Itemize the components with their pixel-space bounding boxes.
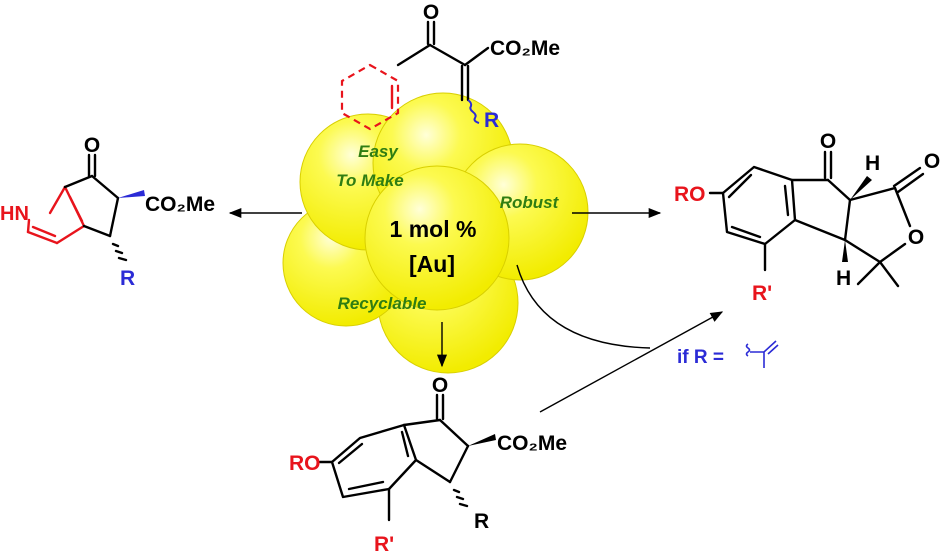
pyrrole-bond (26, 218, 31, 234)
lactone-bond (843, 238, 882, 264)
hash-bond (458, 502, 469, 508)
indanone-ro: RO (289, 452, 321, 475)
indanone-r: R (474, 510, 489, 533)
hash-bond (111, 242, 120, 248)
wedge-bond (842, 240, 848, 262)
substrate-r: R (484, 109, 499, 132)
feature-easy-line2: To Make (336, 171, 403, 190)
aromatic-double (337, 442, 364, 465)
substrate-ketone-o: O (423, 1, 439, 24)
ring-bond (414, 458, 452, 484)
feature-easy-line1: Easy (358, 142, 399, 161)
curved-arrow-from-catalyst (516, 264, 651, 349)
arrow-indanone-to-lactone (539, 311, 724, 413)
pyrrole-bond (26, 230, 59, 245)
lactone-product: O O O H H RO R' (674, 130, 940, 305)
ring-bond (63, 174, 94, 189)
pyrrole-r: R (120, 267, 135, 290)
ring-bond (843, 198, 852, 242)
methyl-bond (878, 260, 900, 288)
hash-bond (114, 249, 124, 255)
condition-text: if R = (677, 347, 724, 368)
ring-bond (826, 178, 852, 202)
aromatic-double (400, 430, 410, 458)
benzene-ring (721, 165, 797, 246)
substrate-structure: O CO₂Me R (340, 1, 560, 132)
aromatic-double (347, 480, 385, 491)
lactone-bond (848, 186, 897, 202)
pyrrole-product: HN O CO₂Me R (0, 134, 215, 290)
ring-bond (90, 174, 120, 200)
lactone-h-bottom: H (836, 267, 851, 290)
alpha-carbon-ester-bond (463, 46, 490, 67)
feature-robust: Robust (500, 193, 560, 212)
pyrrole-bond (48, 185, 67, 215)
pyrrole-bond (55, 224, 86, 245)
indanone-r-prime: R' (374, 533, 394, 556)
ring-bond (793, 218, 847, 242)
feature-recyclable: Recyclable (338, 294, 427, 313)
lactone-carbonyl (896, 172, 925, 194)
aromatic-double (730, 225, 762, 239)
wedge-bond (468, 434, 496, 446)
isopropenyl-icon (745, 340, 777, 368)
pyrrole-nh: HN (0, 203, 29, 225)
ring-bond (448, 444, 470, 484)
squiggle-bond-icon (467, 99, 480, 124)
hash-bond (117, 256, 128, 262)
lactone-ketone-o: O (820, 130, 836, 153)
ketone-bond (428, 43, 467, 67)
lactone-h-top: H (865, 152, 880, 175)
lactone-carbonyl-o: O (924, 150, 940, 173)
aryl-ketone-bond (396, 43, 432, 67)
ring-bond (82, 224, 112, 238)
wedge-bond (850, 176, 872, 200)
wedge-bond (118, 190, 145, 198)
catalyst-metal: [Au] (409, 251, 455, 277)
pyrrole-bond (68, 195, 84, 223)
lactone-carbonyl (892, 166, 922, 188)
dashed-aromatic-ring (340, 63, 400, 131)
catalyst-loading: 1 mol % (390, 216, 477, 242)
reaction-arrows (228, 207, 724, 413)
lactone-r-prime: R' (752, 282, 772, 305)
lactone-ring-o: O (908, 226, 924, 249)
pyrrole-ketone-o: O (84, 134, 100, 157)
pyrrole-ester: CO₂Me (145, 193, 215, 216)
lactone-ro: RO (674, 183, 706, 206)
lactone-bond (878, 242, 907, 264)
indanone-ketone-o: O (432, 374, 448, 397)
ring-bond (108, 196, 120, 238)
isopropenyl-double (767, 344, 779, 355)
methyl-bond (856, 260, 882, 286)
pyrrole-bond (31, 225, 57, 238)
indanone-ester: CO₂Me (497, 432, 567, 455)
indanone-product: O CO₂Me R RO R' (289, 374, 567, 556)
ring-bond (402, 418, 442, 427)
catalyst-cloud: Easy To Make Robust Recyclable 1 mol % [… (282, 92, 589, 374)
condition-label: if R = (677, 340, 779, 368)
hash-bond (455, 495, 465, 501)
lactone-bond (893, 186, 912, 228)
substrate-ester: CO₂Me (490, 37, 560, 60)
aromatic-double (727, 173, 753, 199)
catalyst-sphere (364, 165, 510, 311)
ring-bond (438, 418, 470, 448)
aromatic-double (783, 184, 790, 217)
hash-bond (452, 488, 461, 494)
